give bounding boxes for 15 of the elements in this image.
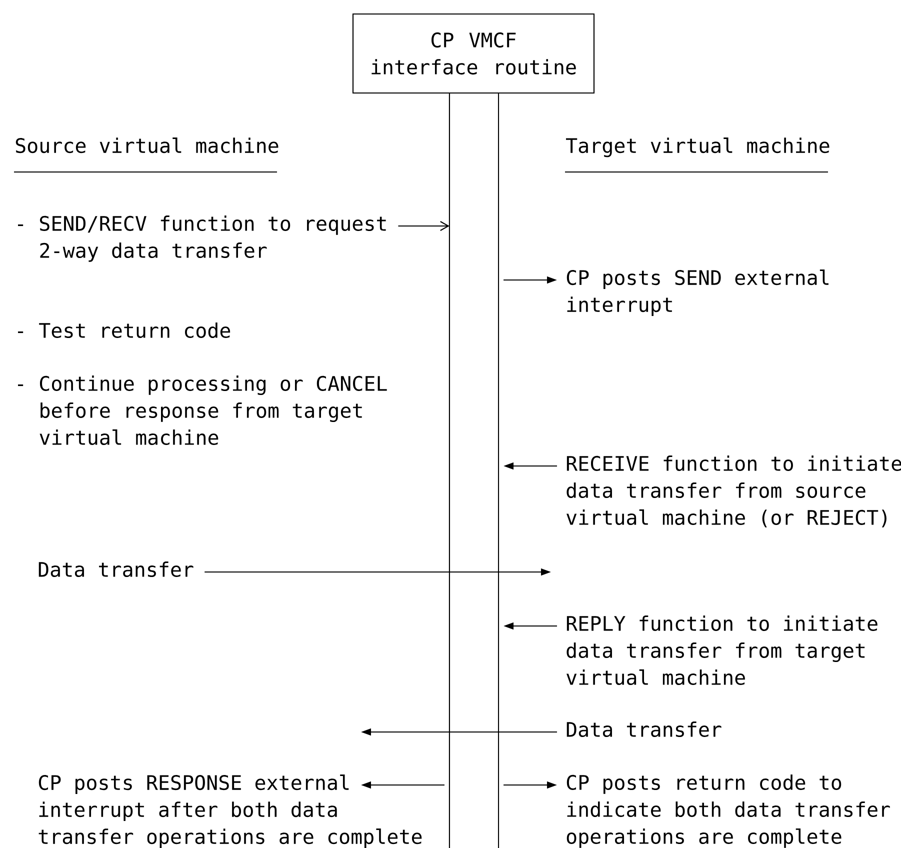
step-text: CP posts SEND external interrupt — [566, 270, 828, 316]
arrow — [398, 221, 450, 231]
column-heading: Target virtual machine — [565, 138, 830, 173]
step-text: REPLY function to initiate data transfer from target virtual machine — [566, 616, 878, 686]
step-text: CP posts return code to indicate both data transfer operations are complete — [566, 774, 890, 848]
interface-channel — [448, 92, 500, 848]
step-text: - SEND/RECV function to request 2-way data transfer — [18, 216, 386, 262]
routine-box: CP VMCF interface routine — [352, 13, 595, 94]
column-heading: Source virtual machine — [14, 138, 278, 173]
step-text: Data transfer — [38, 562, 194, 578]
step-text: - Test return code — [18, 322, 230, 338]
step-text: Data transfer — [566, 722, 722, 738]
step-text: RECEIVE function to initiate data transfer from source virtual machine (or REJECT) — [566, 456, 901, 528]
step-text: - Continue processing or CANCEL before response from target virtual machine — [18, 376, 387, 446]
step-text: CP posts RESPONSE external interrupt after both data transfer operations are complete — [38, 774, 422, 848]
